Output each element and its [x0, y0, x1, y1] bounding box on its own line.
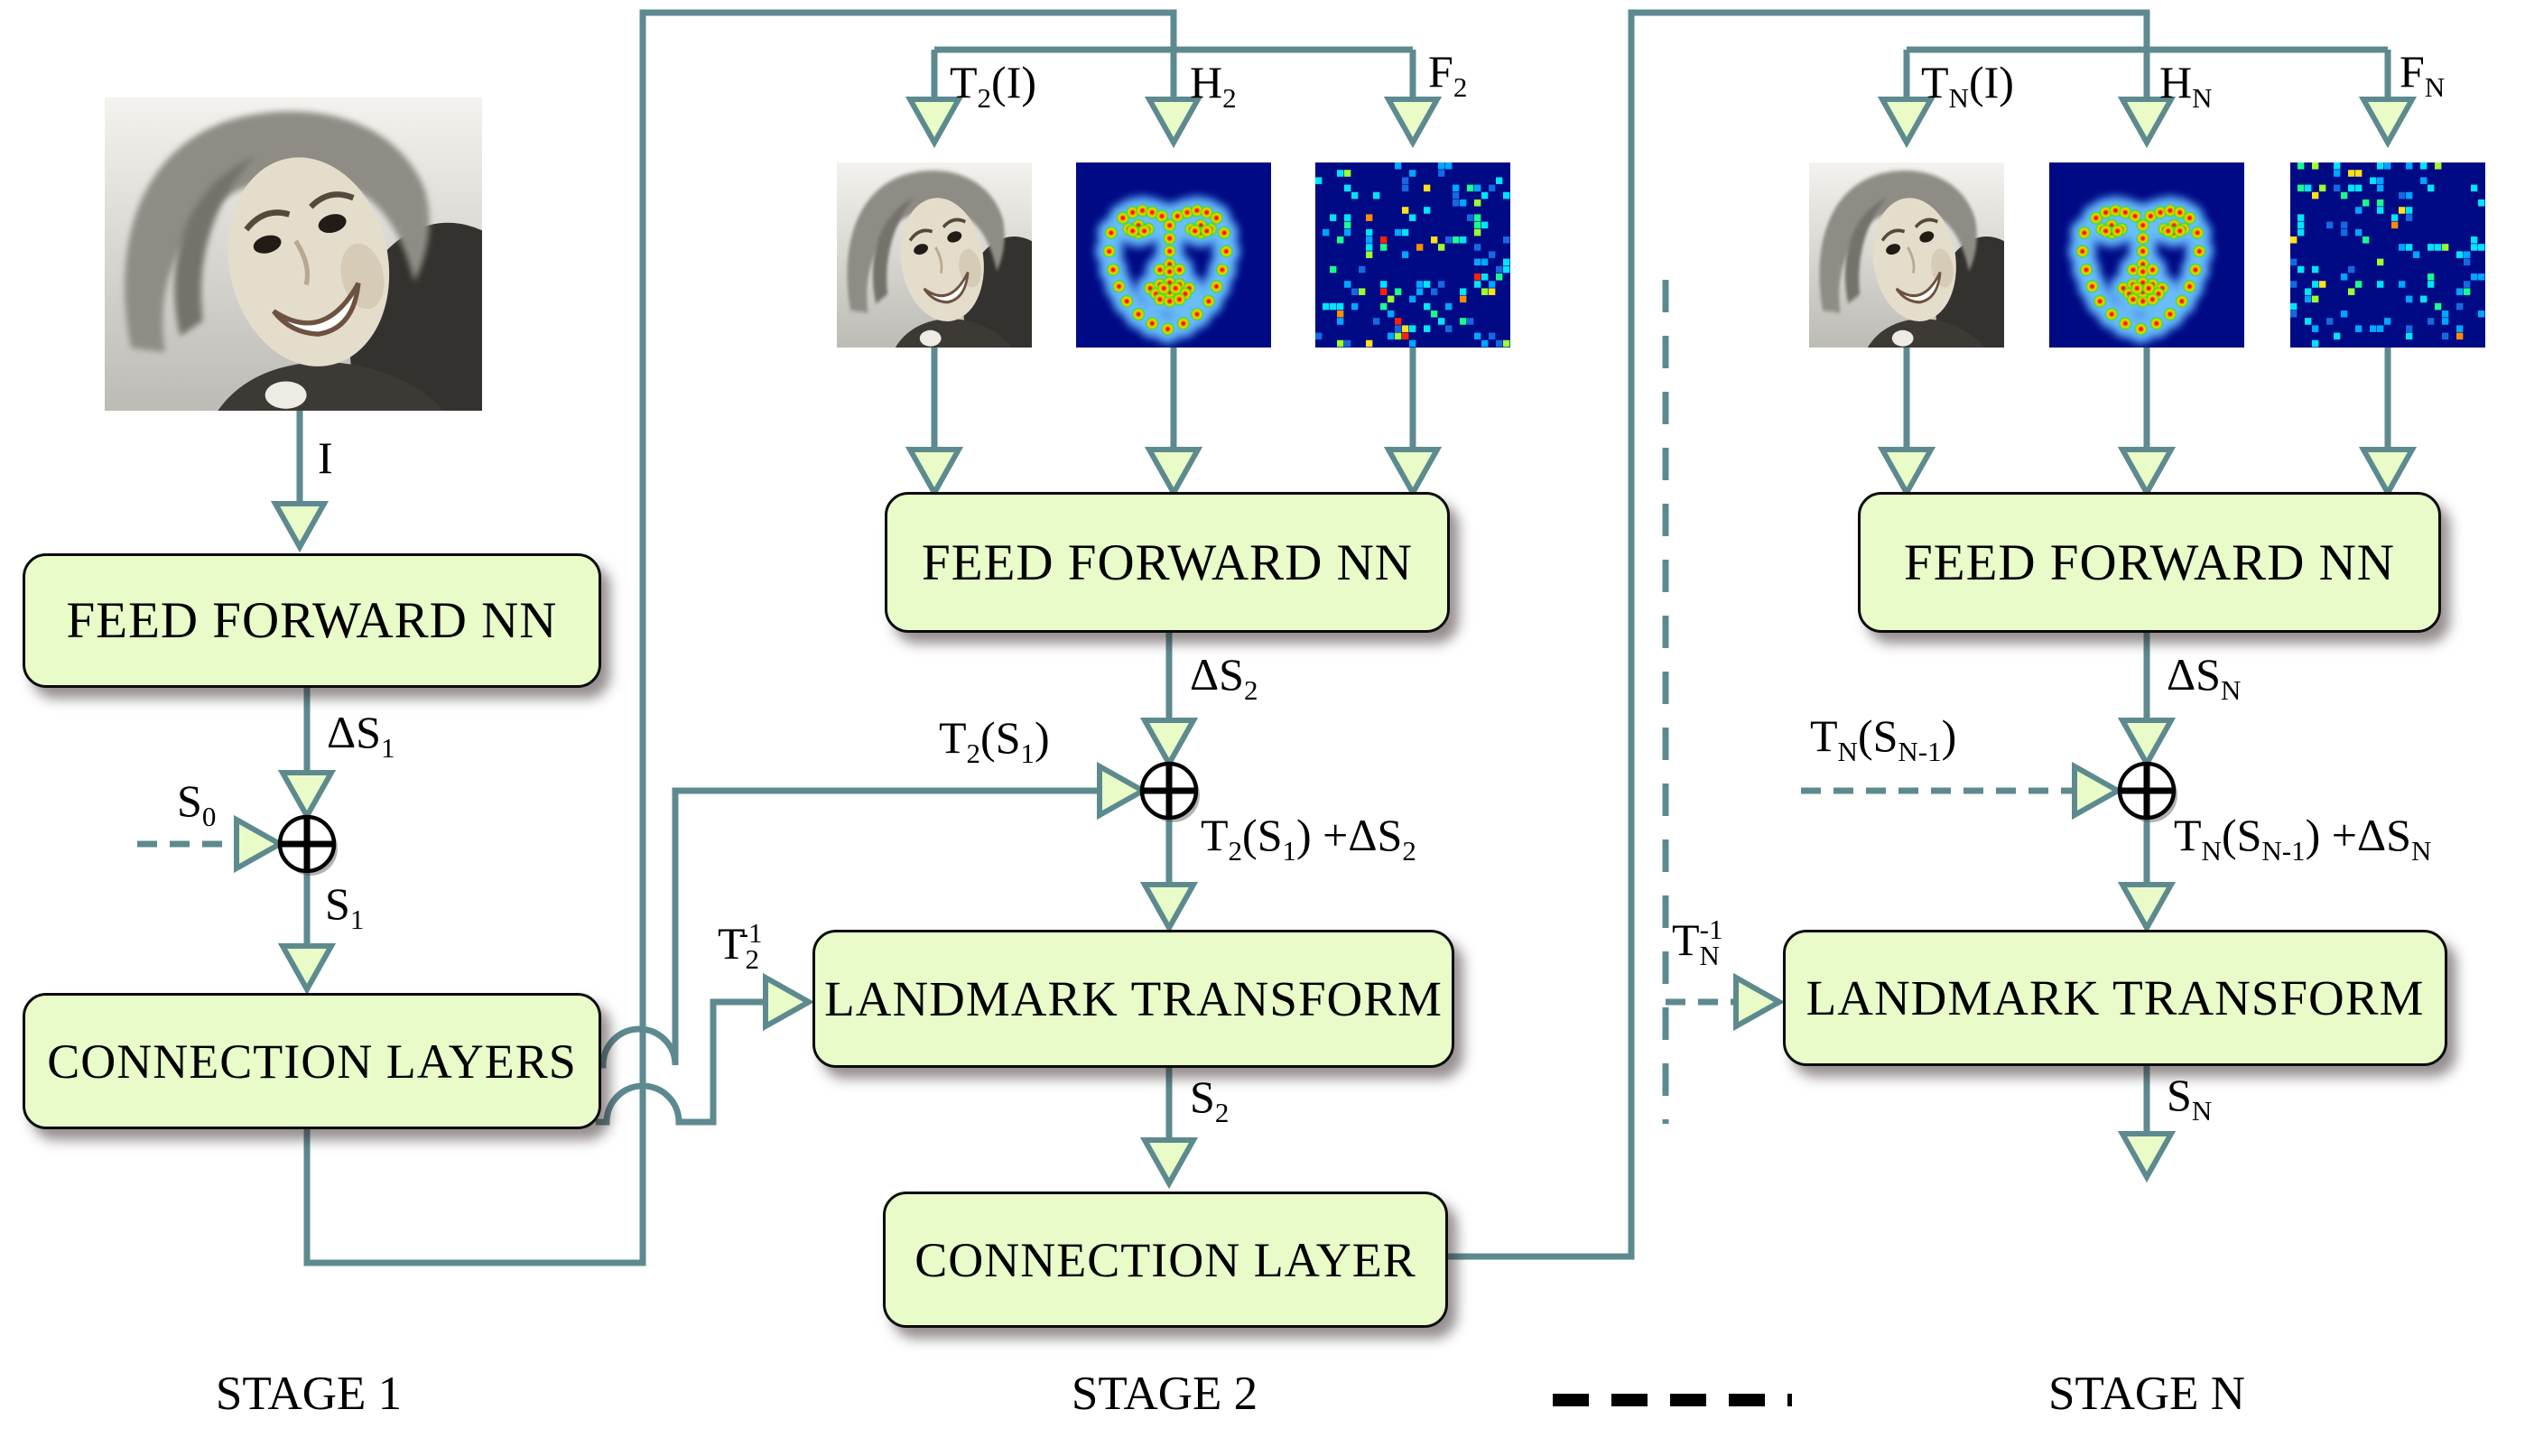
stageN-wires	[1662, 46, 2391, 1136]
label-t2-inverse: T2-1	[718, 917, 763, 975]
plus-nodes	[277, 761, 2177, 876]
label-tn-feedback: TN(SN-1)	[1810, 710, 1957, 767]
arrowhead-sum2	[1145, 885, 1193, 928]
label-delta-s1: ΔS1	[327, 707, 395, 764]
label-sumn: TN(SN-1) +ΔSN	[2174, 810, 2432, 867]
arrowhead-s1	[283, 946, 331, 989]
label-sn: SN	[2167, 1070, 2213, 1127]
label-s1: S1	[325, 878, 365, 935]
stage1-to-stage2-main-wire	[303, 9, 1177, 1266]
label-hn: HN	[2159, 57, 2213, 114]
label-delta-sn: ΔSN	[2167, 649, 2242, 706]
arrowhead-sumn	[2122, 885, 2171, 928]
arrowhead-s2	[1145, 1140, 1193, 1183]
stageN-feature-map-image	[2290, 162, 2485, 348]
stage1-label: STAGE 1	[215, 1368, 403, 1420]
stage2-feed-forward-nn-box: FEED FORWARD NN	[885, 492, 1450, 633]
arrowhead-i	[275, 504, 324, 547]
arrowhead-delta-s2	[1145, 720, 1193, 764]
stage2-wires	[931, 9, 2150, 1260]
label-delta-s2: ΔS2	[1190, 649, 1258, 706]
stage2-warped-face-image	[837, 162, 1032, 348]
stage2-feature-map-image	[1315, 162, 1510, 348]
stageN-landmark-transform-box: LANDMARK TRANSFORM	[1783, 930, 2447, 1066]
arrowhead-tn-feedback	[2075, 766, 2118, 815]
label-s2: S2	[1190, 1071, 1230, 1128]
arrowhead-delta-sn	[2122, 720, 2171, 764]
arrowhead-tn-inverse	[1736, 978, 1779, 1026]
stage1-connection-layers-box: CONNECTION LAYERS	[23, 993, 601, 1129]
plus-circle-stageN	[2117, 761, 2177, 822]
stage1-wires	[137, 9, 1177, 1266]
stage2-landmark-transform-box: LANDMARK TRANSFORM	[812, 930, 1454, 1068]
label-sum2: T2(S1) +ΔS2	[1201, 810, 1416, 867]
label-s0: S0	[177, 775, 217, 832]
label-t2-of-i: T2(I)	[950, 57, 1036, 114]
stage2-to-stageN-main-wire	[1443, 9, 2150, 1260]
label-h2: H2	[1190, 57, 1237, 114]
stageN-landmark-heatmap-image	[2049, 162, 2244, 348]
arrowhead-t2s1	[1100, 766, 1143, 815]
arrowhead-s0	[237, 820, 280, 868]
plus-circle-stage2	[1139, 761, 1200, 822]
label-f2: F2	[1428, 46, 1468, 103]
label-tn-inverse: TN-1	[1672, 913, 1723, 971]
stage1-feed-forward-nn-box: FEED FORWARD NN	[23, 553, 601, 688]
stageN-feed-forward-nn-box: FEED FORWARD NN	[1858, 492, 2441, 633]
stage2-label: STAGE 2	[1071, 1368, 1258, 1420]
t2-inverse-wire	[596, 998, 767, 1126]
arrowhead-sn	[2122, 1134, 2171, 1177]
label-t2s1: T2(S1)	[939, 712, 1050, 769]
label-input-i: I	[318, 432, 333, 483]
arrowhead-delta-s1	[283, 773, 331, 816]
plus-circle-stage1	[277, 814, 338, 876]
label-fn: FN	[2400, 46, 2446, 103]
stage2-landmark-heatmap-image	[1076, 162, 1271, 348]
stage1-face-photo	[105, 97, 482, 411]
label-tn-of-i: TN(I)	[1921, 57, 2014, 114]
stage2-connection-layer-box: CONNECTION LAYER	[883, 1192, 1448, 1328]
stageN-warped-face-image	[1809, 162, 2004, 348]
t2s1-feedback-wire	[596, 787, 1101, 1069]
arrowhead-t2-inverse	[766, 978, 809, 1026]
stageN-label: STAGE N	[2047, 1368, 2246, 1420]
